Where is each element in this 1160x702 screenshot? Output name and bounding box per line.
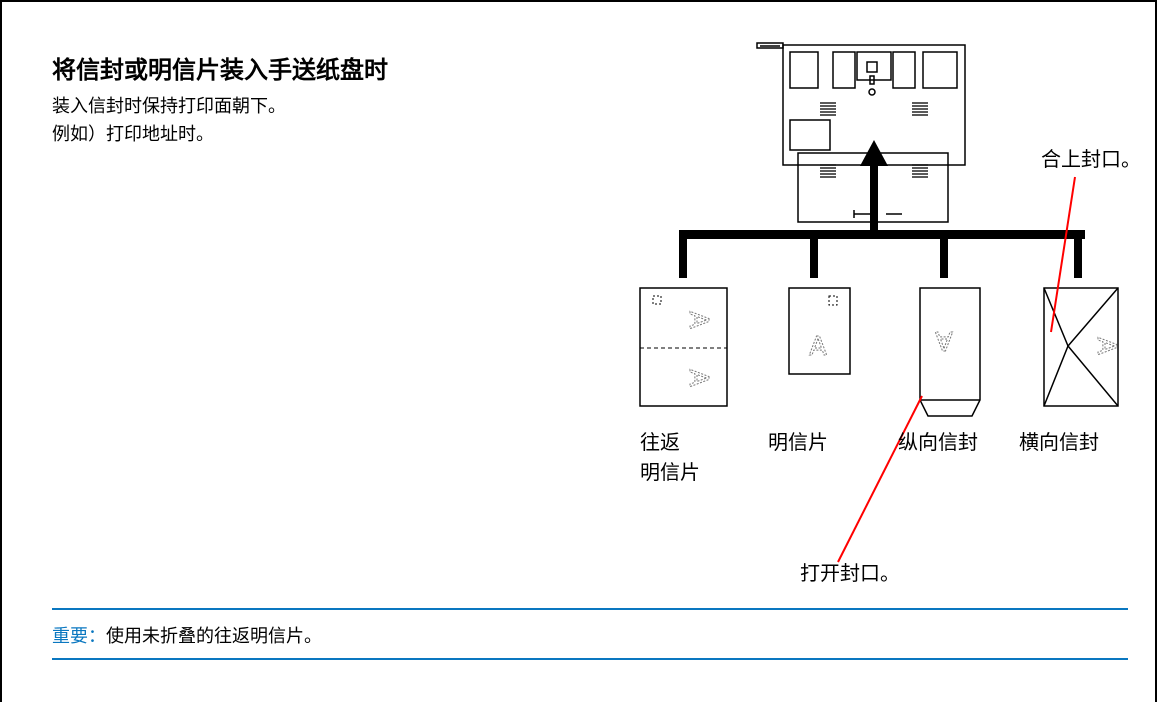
printer-icon [756,42,966,223]
postcard-illustration: A [788,287,851,375]
close-flap-label: 合上封口。 [1041,147,1141,171]
landscape-envelope-illustration: A [1043,287,1122,407]
paper-letter-mark: A [683,369,713,387]
vent-icon [820,102,928,178]
return-postcard-label: 明信片 [640,460,700,484]
paper-letter-mark: A [683,311,713,329]
paper-letter-mark: A [809,332,827,362]
return-postcard-illustration: A A [639,287,728,407]
important-note: 重要：使用未折叠的往返明信片。 [52,622,322,648]
feed-direction-arrow [679,140,1085,278]
open-flap-label: 打开封口。 [800,561,900,585]
intro-line-2: 例如）打印地址时。 [52,124,214,145]
note-label: 重要： [52,626,106,647]
callout-lines [837,176,1076,563]
page-title: 将信封或明信片装入手送纸盘时 [52,56,388,84]
return-postcard-label: 往返 [640,430,680,454]
intro-line-1: 装入信封时保持打印面朝下。 [52,96,286,117]
note-divider-bottom [52,658,1128,660]
paper-letter-mark: A [1091,337,1121,355]
paper-letter-mark: A [935,325,953,355]
landscape-envelope-label: 横向信封 [1019,430,1099,454]
note-divider-top [52,608,1128,610]
postcard-label: 明信片 [768,430,828,454]
portrait-envelope-label: 纵向信封 [898,430,978,454]
portrait-envelope-illustration: A [919,287,981,417]
note-text: 使用未折叠的往返明信片。 [106,626,322,647]
